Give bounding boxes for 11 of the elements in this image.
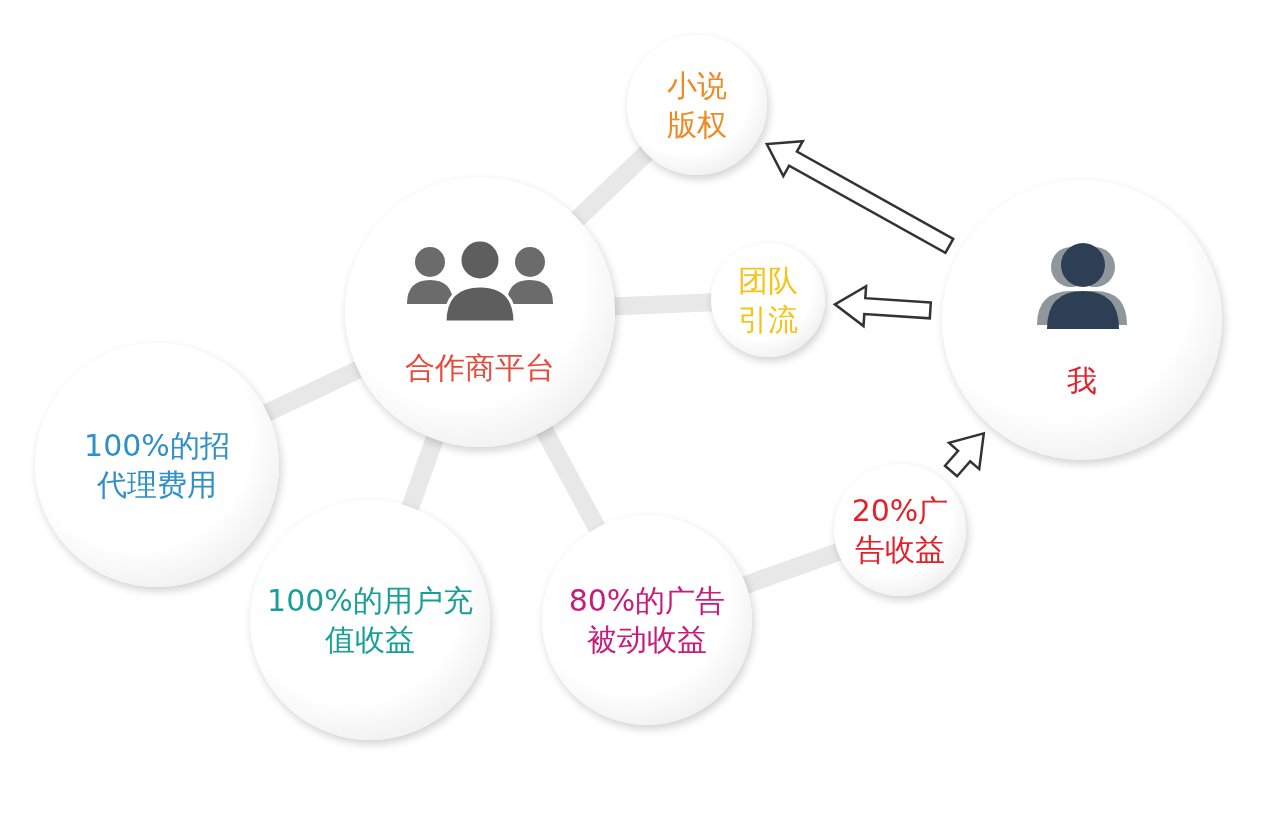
- node-label: 小说版权: [666, 67, 728, 144]
- hollow-arrow: [764, 139, 955, 255]
- node-label: 合作商平台: [404, 348, 556, 387]
- hollow-arrow: [943, 431, 986, 479]
- node-label: 80%的广告被动收益: [567, 582, 727, 659]
- node-label: 100%的招代理费用: [83, 427, 231, 504]
- hollow-arrow: [832, 283, 933, 329]
- node-label: 100%的用户充值收益: [266, 582, 474, 659]
- node-label: 团队引流: [737, 262, 799, 339]
- node-label: 20%广告收益: [850, 492, 950, 569]
- node-label: 我: [1066, 361, 1098, 400]
